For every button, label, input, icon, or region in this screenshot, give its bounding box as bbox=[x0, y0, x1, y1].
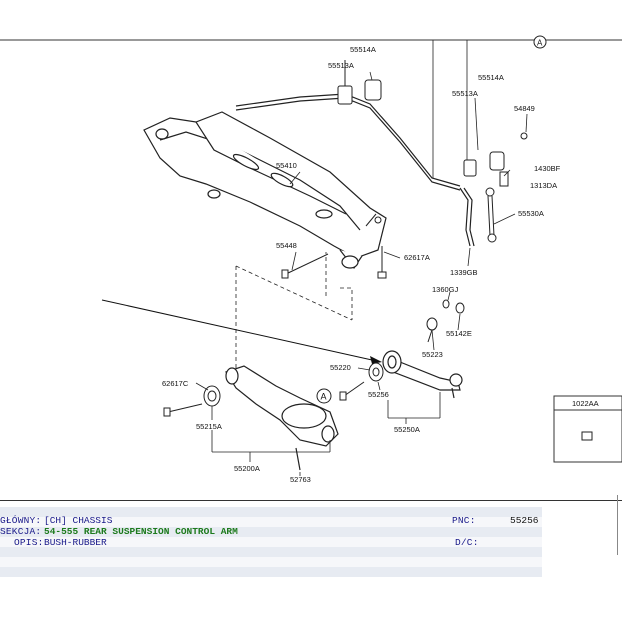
guide-lines bbox=[235, 252, 353, 380]
part-label: 55410 bbox=[276, 161, 297, 170]
bushing-55256 bbox=[368, 362, 384, 382]
info-row-main-group: GŁÓWNY: [CH] CHASSIS PNC: 55256 bbox=[0, 516, 622, 526]
spacer-55223 bbox=[426, 299, 465, 343]
part-label: 55142E bbox=[446, 329, 472, 338]
part-label: 1430BF bbox=[534, 164, 561, 173]
right-panel-edge bbox=[617, 495, 622, 555]
dc-label: D/C: bbox=[455, 537, 479, 548]
info-band bbox=[0, 547, 542, 557]
part-label: 55514A bbox=[350, 45, 376, 54]
part-labels: 55514A 55513A 55514A 55513A 54849 55410 … bbox=[162, 45, 561, 484]
callout-a-label: A bbox=[321, 392, 327, 402]
section-value: 54-555 REAR SUSPENSION CONTROL ARM bbox=[44, 526, 238, 537]
callout-a-marker: A bbox=[316, 388, 332, 404]
part-label: 55514A bbox=[478, 73, 504, 82]
main-group-label: GŁÓWNY: bbox=[0, 515, 42, 526]
upper-control-arm bbox=[382, 350, 463, 399]
section-label: SEKCJA: bbox=[0, 526, 42, 537]
pnc-value: 55256 bbox=[510, 515, 539, 526]
part-label: 55530A bbox=[518, 209, 544, 218]
part-label: 1339GB bbox=[450, 268, 478, 277]
part-label: 55250A bbox=[394, 425, 420, 434]
main-group-value: [CH] CHASSIS bbox=[44, 515, 113, 526]
inset-box-1022aa: 1022AA bbox=[553, 395, 622, 463]
info-band bbox=[0, 537, 542, 547]
info-band bbox=[0, 567, 542, 577]
part-label: 52763 bbox=[290, 475, 311, 484]
part-info-panel: GŁÓWNY: [CH] CHASSIS PNC: 55256 SEKCJA: … bbox=[0, 495, 622, 622]
part-label: 55256 bbox=[368, 390, 389, 399]
description-value: BUSH-RUBBER bbox=[44, 537, 107, 548]
info-band bbox=[0, 507, 542, 517]
info-band bbox=[0, 517, 542, 527]
info-band bbox=[0, 557, 542, 567]
callout-a-top-marker: A bbox=[533, 35, 547, 49]
part-label: 55223 bbox=[422, 350, 443, 359]
stabilizer-link bbox=[485, 132, 528, 243]
crossmember-subframe bbox=[143, 111, 387, 270]
part-label: 55200A bbox=[234, 464, 260, 473]
stabilizer-bushing-right bbox=[463, 151, 505, 177]
part-label: 54849 bbox=[514, 104, 535, 113]
indicator-arrow bbox=[101, 299, 382, 364]
stabilizer-bushing-left bbox=[337, 60, 382, 105]
stabilizer-bar bbox=[235, 93, 475, 247]
info-row-description: OPIS: BUSH-RUBBER D/C: bbox=[0, 538, 622, 548]
info-band bbox=[0, 527, 542, 537]
part-label: 55220 bbox=[330, 363, 351, 372]
part-label: 62617C bbox=[162, 379, 189, 388]
bolt-55220 bbox=[339, 381, 365, 401]
crossmember-bolts bbox=[281, 213, 387, 279]
parts-diagram: A A 1022AA 55514A 55513A 55514A 55513A 5… bbox=[0, 35, 622, 484]
info-row-section: SEKCJA: 54-555 REAR SUSPENSION CONTROL A… bbox=[0, 527, 622, 537]
part-label: 62617A bbox=[404, 253, 430, 262]
part-label: 55215A bbox=[196, 422, 222, 431]
part-label: 1360GJ bbox=[432, 285, 459, 294]
nut-icon bbox=[581, 431, 593, 441]
description-label: OPIS: bbox=[14, 537, 44, 548]
callout-a-top-label: A bbox=[537, 39, 543, 48]
part-label: 55448 bbox=[276, 241, 297, 250]
part-label: 55513A bbox=[452, 89, 478, 98]
part-label: 55513A bbox=[328, 61, 354, 70]
inset-title: 1022AA bbox=[572, 399, 599, 408]
leader-lines bbox=[195, 40, 528, 476]
lower-control-arm bbox=[225, 365, 339, 471]
pnc-label: PNC: bbox=[452, 515, 476, 526]
part-label: 1313DA bbox=[530, 181, 557, 190]
